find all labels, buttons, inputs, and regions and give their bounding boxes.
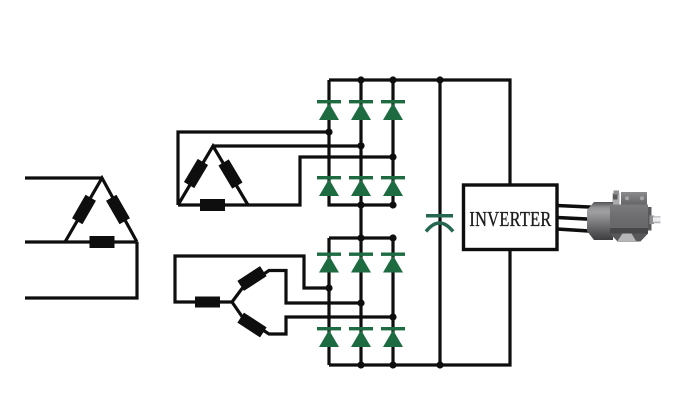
- svg-text:INVERTER: INVERTER: [469, 208, 551, 232]
